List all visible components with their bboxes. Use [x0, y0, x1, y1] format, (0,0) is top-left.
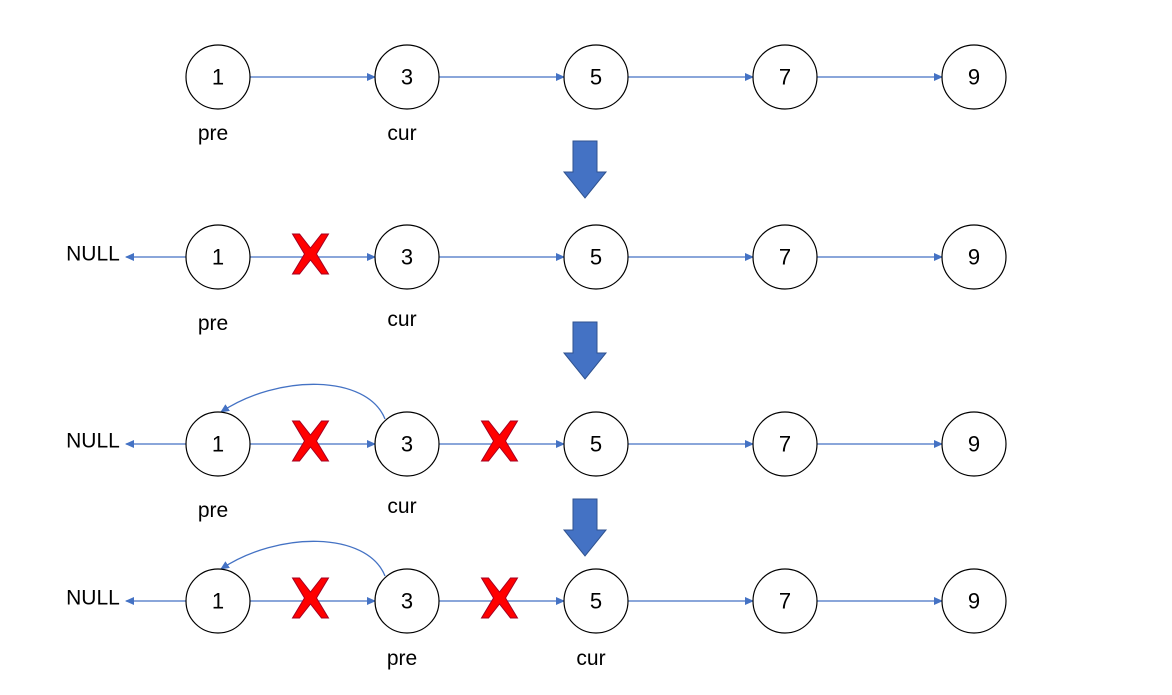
overlay-layer: [291, 140, 608, 619]
row-2-node-3-circle: [374, 224, 440, 290]
row-3-node-9: 9: [941, 411, 1007, 477]
row-1-node-9-value: 9: [968, 65, 980, 90]
row-4-broken-link-cross-icon: [291, 577, 330, 619]
row-4-node-3: 3: [374, 568, 440, 634]
row-1-node-1: 1: [185, 44, 251, 110]
row-3-node-7: 7: [752, 411, 818, 477]
row-2-node-5: 5: [563, 224, 629, 290]
row-3-pointer-cur: cur: [387, 495, 416, 518]
row-3-node-5: 5: [563, 411, 629, 477]
row-2-node-1-circle: [185, 224, 251, 290]
row-4-null-label: NULL: [66, 587, 120, 610]
row-1-node-3: 3: [374, 44, 440, 110]
row-3-node-3: 3: [374, 411, 440, 477]
row-3-node-1: 1: [185, 411, 251, 477]
row-2-node-9: 9: [941, 224, 1007, 290]
links-layer: [125, 73, 943, 605]
row-3-node-5-circle: [563, 411, 629, 477]
row-2-node-1-value: 1: [212, 245, 224, 270]
row-1-node-5: 5: [563, 44, 629, 110]
row-4-pointer-cur: cur: [576, 647, 605, 670]
nodes-layer: 1 3 5 7 9 1 3 5 7 9 1 3 5 7 9 1 3 5 7 9: [185, 44, 1007, 634]
row-2-node-3-value: 3: [401, 245, 413, 270]
row-1-pointer-cur: cur: [387, 122, 416, 145]
row-2-node-7-circle: [752, 224, 818, 290]
row-2-node-5-circle: [563, 224, 629, 290]
row-4-node-7-value: 7: [779, 589, 791, 614]
row-1-node-1-circle: [185, 44, 251, 110]
row-4-node-9-value: 9: [968, 589, 980, 614]
row-4-node-1-circle: [185, 568, 251, 634]
row-2-node-1: 1: [185, 224, 251, 290]
row-3-null-label: NULL: [66, 430, 120, 453]
row-4-node-9: 9: [941, 568, 1007, 634]
row-3-pointer-pre: pre: [198, 499, 228, 522]
row-1-node-7-value: 7: [779, 65, 791, 90]
row-3-node-7-value: 7: [779, 432, 791, 457]
row-3-node-9-circle: [941, 411, 1007, 477]
row-2-null-label: NULL: [66, 243, 120, 266]
row-1-node-5-circle: [563, 44, 629, 110]
row-2-node-5-value: 5: [590, 245, 602, 270]
row-3-node-5-value: 5: [590, 432, 602, 457]
row-1-node-7-circle: [752, 44, 818, 110]
row-4-reverse-link: [220, 540, 386, 577]
row-4-node-7: 7: [752, 568, 818, 634]
row-2-node-9-circle: [941, 224, 1007, 290]
row-2-node-7-value: 7: [779, 245, 791, 270]
row-2-node-3: 3: [374, 224, 440, 290]
step-arrow-down-icon-2: [562, 321, 608, 380]
row-4-node-1: 1: [185, 568, 251, 634]
row-3-cross-shape: [480, 420, 519, 462]
row-3-cross-shape: [291, 420, 330, 462]
row-4-node-1-value: 1: [212, 589, 224, 614]
row-3-node-3-circle: [374, 411, 440, 477]
row-4-node-5-circle: [563, 568, 629, 634]
row-1-node-1-value: 1: [212, 65, 224, 90]
row-4-node-7-circle: [752, 568, 818, 634]
row-3-node-9-value: 9: [968, 432, 980, 457]
row-3-node-1-value: 1: [212, 432, 224, 457]
row-3-broken-link-cross-icon: [291, 420, 330, 462]
row-4-broken-link-cross-icon: [480, 577, 519, 619]
row-3-broken-link-cross-icon: [480, 420, 519, 462]
step-arrow-down-icon-1: [562, 140, 608, 199]
row-1-pointer-pre: pre: [198, 122, 228, 145]
row-2-pointer-pre: pre: [198, 312, 228, 335]
row-2-pointer-cur: cur: [387, 308, 416, 331]
row-1-node-5-value: 5: [590, 65, 602, 90]
row-1-node-7: 7: [752, 44, 818, 110]
step-arrow-down-icon-3: [562, 498, 608, 557]
row-4-node-3-circle: [374, 568, 440, 634]
row-4-node-5-value: 5: [590, 589, 602, 614]
row-3-node-3-value: 3: [401, 432, 413, 457]
row-3-node-1-circle: [185, 411, 251, 477]
row-4-node-5: 5: [563, 568, 629, 634]
row-4-cross-shape: [480, 577, 519, 619]
row-2-broken-link-cross-icon: [291, 233, 330, 275]
row-3-reverse-link: [220, 383, 386, 420]
row-2-node-9-value: 9: [968, 245, 980, 270]
row-2-cross-shape: [291, 233, 330, 275]
row-1-node-3-circle: [374, 44, 440, 110]
row-3-node-7-circle: [752, 411, 818, 477]
row-1-node-9: 9: [941, 44, 1007, 110]
row-1-node-9-circle: [941, 44, 1007, 110]
row-4-pointer-pre: pre: [387, 647, 417, 670]
row-2-node-7: 7: [752, 224, 818, 290]
row-1-node-3-value: 3: [401, 65, 413, 90]
row-4-node-3-value: 3: [401, 589, 413, 614]
row-4-node-9-circle: [941, 568, 1007, 634]
row-4-cross-shape: [291, 577, 330, 619]
